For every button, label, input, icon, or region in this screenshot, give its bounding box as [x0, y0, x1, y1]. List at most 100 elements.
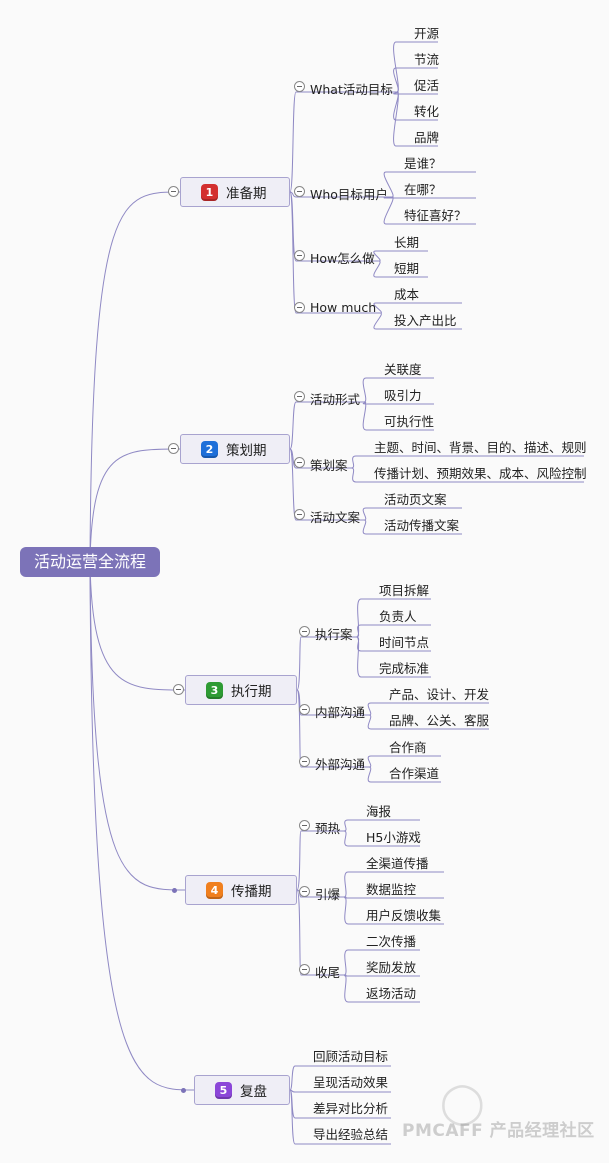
leaf-item[interactable]: 二次传播: [366, 934, 417, 949]
collapse-icon[interactable]: [294, 81, 305, 92]
leaf-connector: [362, 519, 367, 535]
leaf-item[interactable]: 活动页文案: [384, 492, 447, 507]
leaf-item[interactable]: 主题、时间、背景、目的、描述、规则: [374, 440, 587, 455]
leaf-item[interactable]: 节流: [414, 52, 440, 67]
leaf-item[interactable]: 产品、设计、开发: [389, 687, 490, 702]
leaf-item[interactable]: 活动传播文案: [384, 518, 460, 533]
leaf-connector: [367, 755, 372, 768]
collapse-icon[interactable]: [294, 509, 305, 520]
collapse-icon[interactable]: [294, 302, 305, 313]
collapse-icon[interactable]: [173, 684, 184, 695]
sub-topic[interactable]: 活动文案: [310, 510, 361, 525]
leaf-item[interactable]: 差异对比分析: [313, 1101, 389, 1116]
leaf-item[interactable]: 合作商: [389, 740, 427, 755]
leaf-item[interactable]: 海报: [366, 804, 392, 819]
collapse-icon[interactable]: [294, 457, 305, 468]
sub-topic[interactable]: 引爆: [315, 887, 341, 902]
expand-dot-icon[interactable]: [181, 1088, 186, 1093]
leaf-item[interactable]: 完成标准: [379, 661, 430, 676]
leaf-item[interactable]: 吸引力: [384, 388, 422, 403]
phase-connector: [296, 689, 302, 768]
sub-topic[interactable]: 执行案: [315, 627, 353, 642]
leaf-item[interactable]: 全渠道传播: [366, 856, 429, 871]
phase-connector: [289, 191, 297, 198]
leaf-item[interactable]: 呈现活动效果: [313, 1075, 389, 1090]
collapse-icon[interactable]: [299, 704, 310, 715]
leaf-item[interactable]: H5小游戏: [366, 830, 421, 845]
leaf-item[interactable]: 关联度: [384, 362, 422, 377]
leaf-item[interactable]: 返场活动: [366, 986, 417, 1001]
sub-topic[interactable]: What活动目标: [310, 82, 393, 97]
phase-label: 复盘: [240, 1084, 267, 1100]
expand-dot-icon[interactable]: [172, 888, 177, 893]
collapse-icon[interactable]: [299, 820, 310, 831]
sub-topic[interactable]: 预热: [315, 821, 341, 836]
watermark: PMCAFF 产品经理社区: [402, 1121, 595, 1141]
leaf-item[interactable]: 成本: [394, 287, 420, 302]
leaf-item[interactable]: 短期: [394, 261, 420, 276]
leaf-connector: [367, 714, 372, 730]
leaf-item[interactable]: 导出经验总结: [313, 1127, 389, 1142]
leaf-connector: [362, 507, 367, 521]
collapse-icon[interactable]: [294, 186, 305, 197]
sub-topic[interactable]: 活动形式: [310, 392, 361, 407]
leaf-item[interactable]: 开源: [414, 26, 440, 41]
phase-label: 策划期: [226, 443, 267, 459]
sub-topic[interactable]: Who目标用户: [310, 187, 388, 202]
leaf-item[interactable]: 投入产出比: [394, 313, 457, 328]
leaf-item[interactable]: 负责人: [379, 609, 417, 624]
phase-label: 传播期: [231, 884, 272, 900]
leaf-item[interactable]: 时间节点: [379, 635, 430, 650]
leaf-item[interactable]: 项目拆解: [379, 583, 430, 598]
leaf-item[interactable]: 品牌: [414, 130, 440, 145]
leaf-item[interactable]: 传播计划、预期效果、成本、风险控制: [374, 466, 587, 481]
leaf-item[interactable]: 促活: [414, 78, 440, 93]
leaf-item[interactable]: 转化: [414, 104, 440, 119]
watermark-logo-icon: ◯: [440, 1080, 485, 1126]
leaf-item[interactable]: 回顾活动目标: [313, 1049, 389, 1064]
root-topic[interactable]: 活动运营全流程: [20, 547, 160, 577]
sub-topic[interactable]: 收尾: [315, 965, 341, 980]
collapse-icon[interactable]: [299, 626, 310, 637]
leaf-item[interactable]: 奖励发放: [366, 960, 417, 975]
collapse-icon[interactable]: [299, 756, 310, 767]
root-connector: [89, 561, 186, 891]
leaf-item[interactable]: 品牌、公关、客服: [389, 713, 490, 728]
leaf-item[interactable]: 长期: [394, 235, 420, 250]
leaf-item[interactable]: 在哪？: [404, 182, 442, 197]
collapse-icon[interactable]: [168, 186, 179, 197]
phase-connector: [296, 889, 302, 976]
sub-topic[interactable]: How much: [310, 300, 377, 315]
leaf-item[interactable]: 数据监控: [366, 882, 417, 897]
leaf-item[interactable]: 用户反馈收集: [366, 908, 442, 923]
phase-connector: [289, 91, 297, 193]
phase-label: 准备期: [226, 186, 267, 202]
leaf-connector: [343, 974, 349, 1003]
leaf-connector: [393, 67, 399, 93]
collapse-icon[interactable]: [168, 443, 179, 454]
sub-topic[interactable]: How怎么做: [310, 251, 375, 266]
leaf-connector: [343, 819, 349, 832]
leaf-connector: [373, 260, 381, 278]
sub-topic[interactable]: 内部沟通: [315, 705, 366, 720]
leaf-item[interactable]: 合作渠道: [389, 766, 440, 781]
leaf-connector: [383, 171, 394, 198]
leaf-item[interactable]: 特征喜好？: [404, 208, 467, 223]
leaf-connector: [373, 312, 382, 330]
collapse-icon[interactable]: [294, 250, 305, 261]
leaf-item[interactable]: 可执行性: [384, 414, 435, 429]
collapse-icon[interactable]: [299, 964, 310, 975]
leaf-connector: [393, 91, 399, 147]
sub-topic[interactable]: 外部沟通: [315, 757, 366, 772]
collapse-icon[interactable]: [294, 391, 305, 402]
collapse-icon[interactable]: [299, 886, 310, 897]
leaf-item[interactable]: 是谁？: [404, 156, 442, 171]
sub-topic[interactable]: 策划案: [310, 458, 348, 473]
phase-connector: [289, 401, 297, 450]
leaf-connector: [289, 1065, 296, 1091]
